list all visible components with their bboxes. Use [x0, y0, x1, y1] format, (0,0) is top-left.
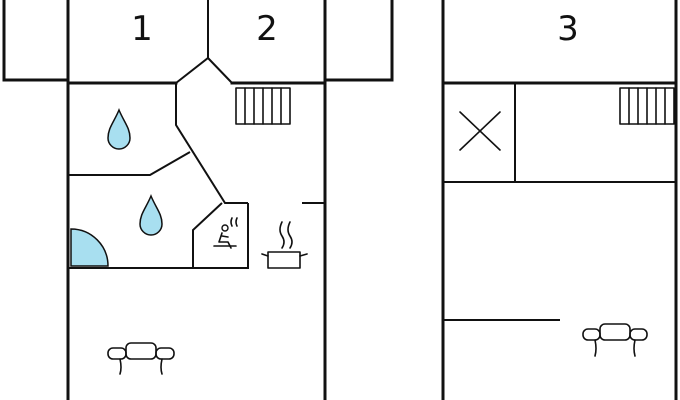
left-building: [2, 0, 394, 400]
sofa-icon: [582, 323, 648, 357]
shower-quarter-circle-icon: [70, 228, 109, 267]
sofa-icon: [107, 342, 175, 375]
radiator-icon: [235, 87, 291, 125]
radiator-icon: [619, 87, 675, 125]
water-drop-icon: [107, 108, 131, 150]
water-drop-icon: [139, 194, 163, 236]
cooking-pot-icon: [261, 221, 308, 269]
cross-icon: [459, 111, 501, 151]
right-building: [441, 0, 678, 400]
room-label-3: 3: [557, 9, 579, 49]
room-label-2: 2: [256, 9, 278, 49]
sauna-person-icon: [213, 217, 238, 249]
room-label-1: 1: [131, 9, 153, 49]
